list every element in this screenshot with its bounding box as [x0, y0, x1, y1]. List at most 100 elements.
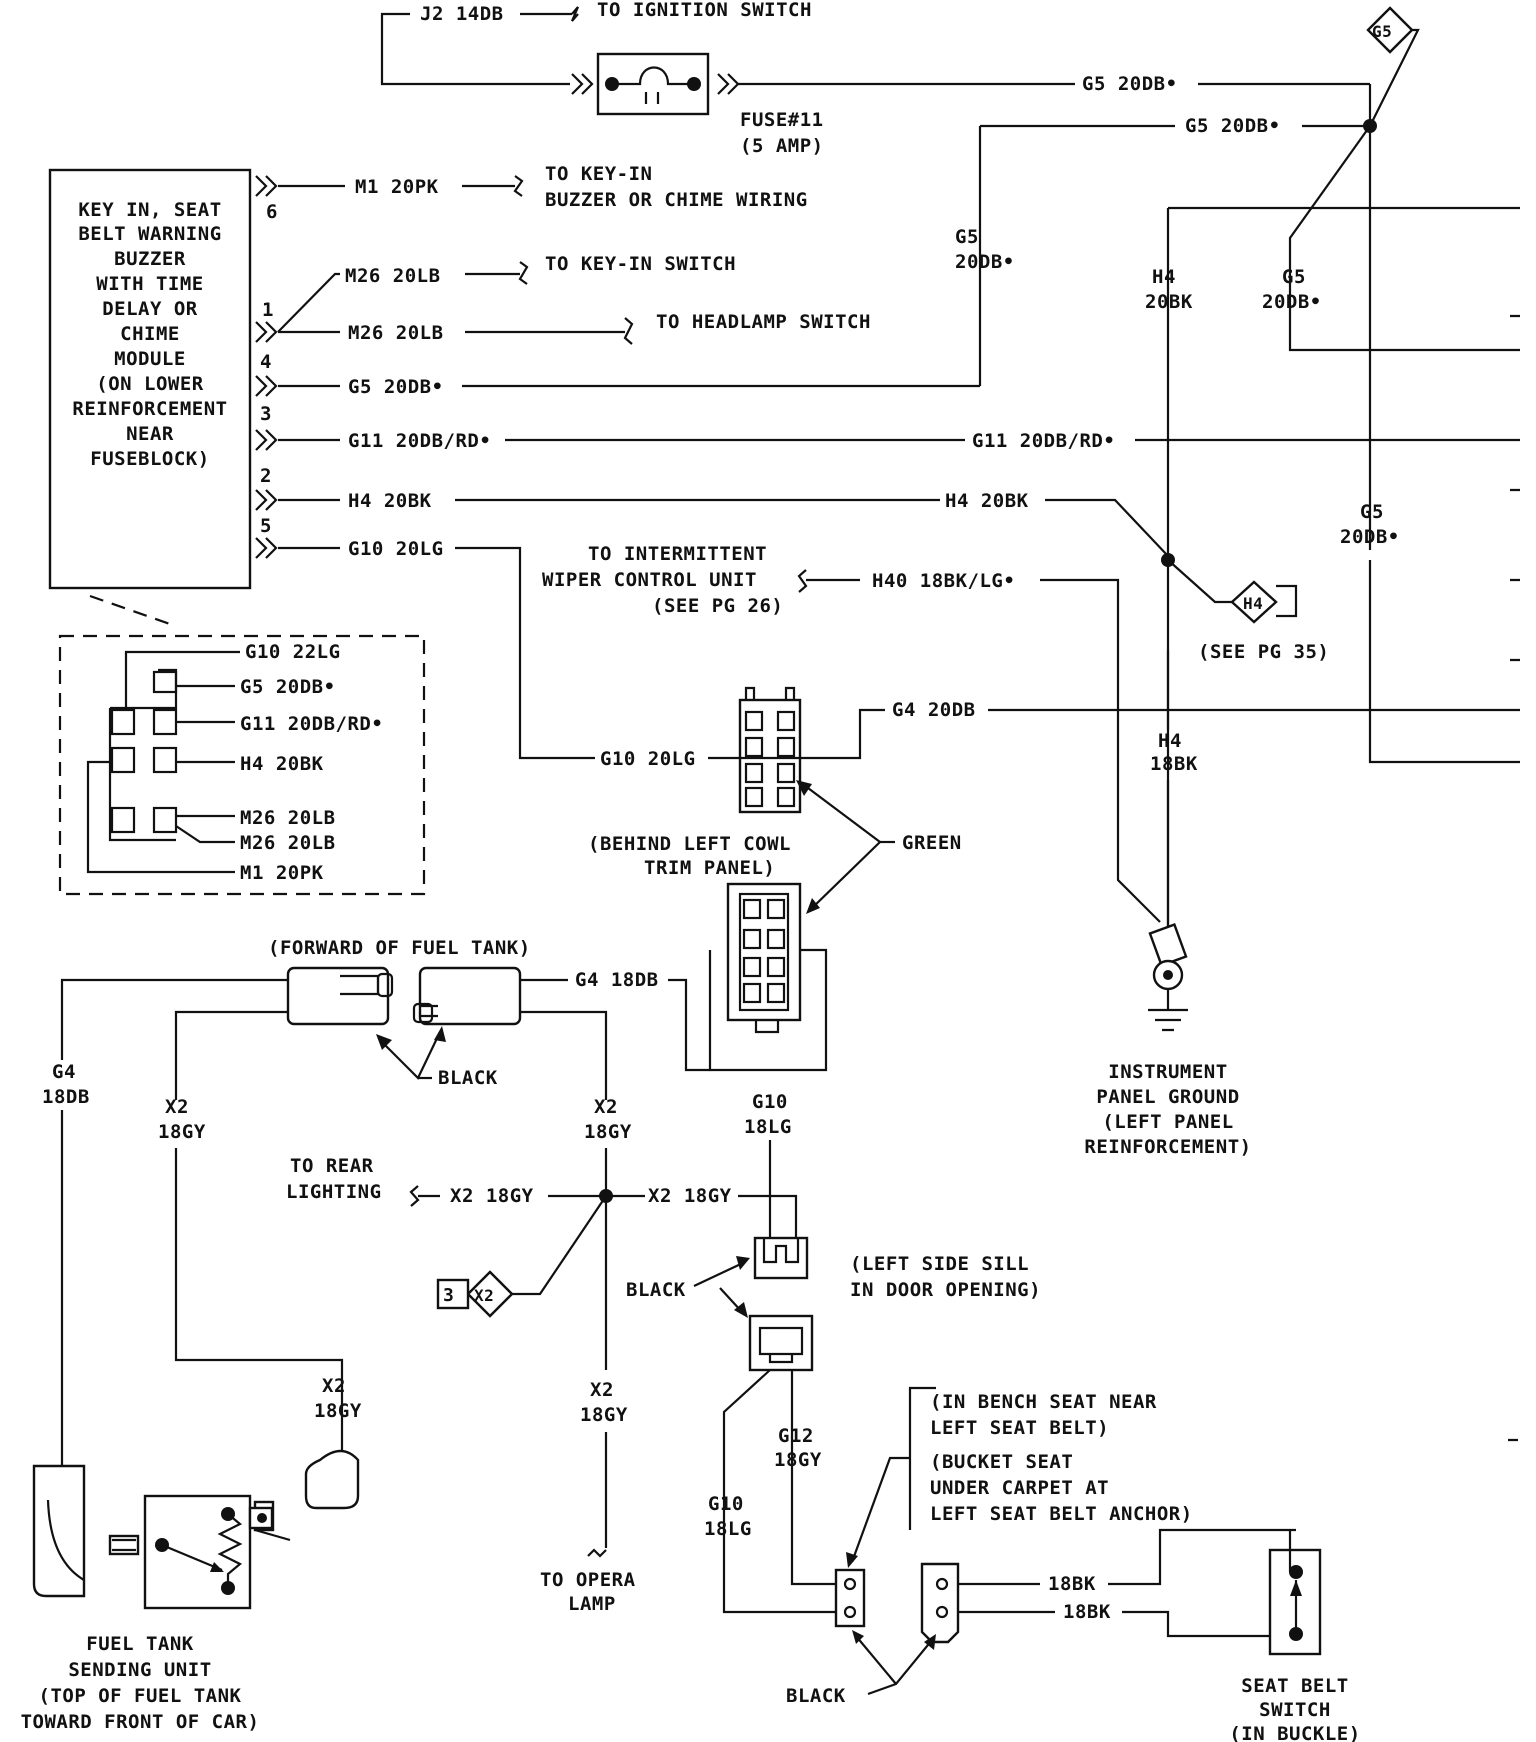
ip-ground: INSTRUMENT PANEL GROUND (LEFT PANEL REIN…	[1084, 923, 1251, 1158]
fuel-sender-label-4: TOWARD FRONT OF CAR)	[21, 1711, 260, 1733]
g10-wire: G10 20LG G10 20LG	[278, 538, 740, 770]
g10-vertical-label-1: G10	[752, 1091, 788, 1113]
pinout-label-m26-b: M26 20LB	[240, 832, 336, 854]
bench-label-2: LEFT SEAT BELT)	[930, 1417, 1109, 1439]
module-line-10: NEAR	[126, 423, 174, 445]
ip-ground-label-1: INSTRUMENT	[1108, 1061, 1227, 1083]
g4-vertical-label-2: 18DB	[42, 1086, 90, 1108]
fuel-sender-label-2: SENDING UNIT	[68, 1659, 211, 1681]
m26-a-label: M26 20LB	[345, 265, 441, 287]
g5-far-label-2: 20DB•	[1340, 526, 1400, 548]
x2-diamond-num: 3	[443, 1285, 454, 1306]
to-opera-label-1: TO OPERA	[540, 1569, 636, 1591]
module-line-5: DELAY OR	[102, 298, 198, 320]
pinout-label-g11: G11 20DB/RD•	[240, 713, 383, 735]
g5-mid-label-2: 20DB•	[955, 251, 1015, 273]
pinout-label-g5: G5 20DB•	[240, 676, 336, 698]
g5-diamond-label: G5	[1372, 22, 1392, 41]
module-line-4: WITH TIME	[96, 273, 203, 295]
to-wiper-label-3: (SEE PG 26)	[652, 595, 783, 617]
g11-right-label: G11 20DB/RD•	[972, 430, 1115, 452]
module-line-1: KEY IN, SEAT	[78, 199, 221, 221]
h4-18-label-1: H4	[1158, 730, 1182, 752]
sill-label-2: IN DOOR OPENING)	[850, 1279, 1041, 1301]
to-headlamp-label: TO HEADLAMP SWITCH	[656, 311, 871, 333]
h4-vertical-label-2: 20BK	[1145, 291, 1193, 313]
to-opera-label-2: LAMP	[568, 1593, 616, 1615]
g5-far-label-1: G5	[1360, 501, 1384, 523]
g5-r-label-2: 20DB•	[1262, 291, 1322, 313]
module-line-2: BELT WARNING	[78, 223, 221, 245]
connector-pinout-detail: G10 22LG G5 20DB• G11 20DB/RD• H4 20BK M…	[58, 594, 426, 896]
ignition-feed: J2 14DB TO IGNITION SWITCH	[380, 0, 811, 86]
sill-connector: (LEFT SIDE SILL IN DOOR OPENING) BLACK	[626, 1200, 1041, 1614]
h4-wire: H4 20BK H4 20BK H4 (SEE PG 35) H4 20BK G…	[278, 266, 1400, 663]
bucket-label-1: (BUCKET SEAT	[930, 1451, 1073, 1473]
fuel-sender-label-3: (TOP OF FUEL TANK	[39, 1685, 242, 1707]
bk-label-1: 18BK	[1048, 1573, 1096, 1595]
g10-vertical-label-2: 18LG	[744, 1116, 792, 1138]
module-line-11: FUSEBLOCK)	[90, 448, 209, 470]
fuel-inline-connector: G4 18DB	[60, 966, 710, 1100]
x2-c-label-1: X2	[322, 1375, 346, 1397]
behind-cowl-label-2: TRIM PANEL)	[644, 857, 775, 879]
g11-left-label: G11 20DB/RD•	[348, 430, 491, 452]
m26-b-label: M26 20LB	[348, 322, 444, 344]
ip-ground-label-3: (LEFT PANEL	[1102, 1111, 1233, 1133]
x2-d-label-2: 18GY	[580, 1404, 628, 1426]
pin-1: 1	[262, 299, 274, 321]
pin-4: 4	[260, 351, 272, 373]
behind-cowl-label-1: (BEHIND LEFT COWL	[588, 833, 791, 855]
cowl-connector-male	[708, 882, 828, 1072]
x2-h-left-label: X2 18GY	[450, 1185, 534, 1207]
m26-wires: M26 20LB TO KEY-IN SWITCH M26 20LB TO HE…	[277, 253, 871, 345]
pinout-label-m26-a: M26 20LB	[240, 807, 336, 829]
g5-right-label-2: G5 20DB•	[1185, 115, 1281, 137]
h4-right-label: H4 20BK	[945, 490, 1029, 512]
g10-b-label-2: 18LG	[704, 1518, 752, 1540]
black-callout-1: BLACK	[376, 1026, 498, 1089]
green-callout: GREEN	[796, 780, 961, 914]
pin-5: 5	[260, 515, 272, 537]
g5-top-feed: G5 20DB• G5 20DB• G5	[978, 6, 1520, 550]
right-edge-wires	[1166, 206, 1520, 1442]
pin-3: 3	[260, 403, 272, 425]
to-rear-label-2: LIGHTING	[286, 1181, 382, 1203]
to-keyin-label-1: TO KEY-IN	[545, 163, 652, 185]
bench-label-1: (IN BENCH SEAT NEAR	[930, 1391, 1157, 1413]
x2-diamond-label: X2	[474, 1286, 494, 1305]
m1-wire: M1 20PK TO KEY-IN BUZZER OR CHIME WIRING	[278, 163, 808, 211]
bucket-label-3: LEFT SEAT BELT ANCHOR)	[930, 1503, 1193, 1525]
h4-vertical-label-1: H4	[1152, 266, 1176, 288]
black-label-2: BLACK	[626, 1279, 686, 1301]
ip-ground-label-2: PANEL GROUND	[1096, 1086, 1239, 1108]
forward-fuel-label: (FORWARD OF FUEL TANK)	[268, 937, 531, 959]
pin-6: 6	[266, 201, 278, 223]
black-label-1: BLACK	[438, 1067, 498, 1089]
h40-wire: TO INTERMITTENT WIPER CONTROL UNIT (SEE …	[542, 543, 1161, 923]
h4-left-label: H4 20BK	[348, 490, 432, 512]
x2-b-label-2: 18GY	[584, 1121, 632, 1143]
seat-switch-label-3: (IN BUCKLE)	[1229, 1723, 1360, 1742]
m1-label: M1 20PK	[355, 176, 439, 198]
to-keyin-label-2: BUZZER OR CHIME WIRING	[545, 189, 808, 211]
bk-label-2: 18BK	[1063, 1601, 1111, 1623]
module-line-6: CHIME	[120, 323, 180, 345]
pinout-label-h4: H4 20BK	[240, 753, 324, 775]
x2-c-label-2: 18GY	[314, 1400, 362, 1422]
to-wiper-label-2: WIPER CONTROL UNIT	[542, 569, 757, 591]
seat-connectors: 18BK 18BK (IN BENCH SEAT NEAR LEFT SEAT …	[786, 1386, 1296, 1707]
x2-a-label-2: 18GY	[158, 1121, 206, 1143]
h4-18bk-wire: H4 18BK	[1150, 650, 1197, 930]
module-line-8: (ON LOWER	[96, 373, 204, 395]
g12-label-2: 18GY	[774, 1449, 822, 1471]
pin-2: 2	[260, 465, 272, 487]
seat-belt-switch: SEAT BELT SWITCH (IN BUCKLE)	[1229, 1530, 1360, 1742]
seat-switch-label-2: SWITCH	[1259, 1699, 1331, 1721]
black-label-3: BLACK	[786, 1685, 846, 1707]
g4-20db-wire: G4 20DB	[800, 699, 1520, 760]
cowl-connector-female	[738, 686, 802, 814]
module-line-3: BUZZER	[114, 248, 186, 270]
g5-r-label-1: G5	[1282, 266, 1306, 288]
